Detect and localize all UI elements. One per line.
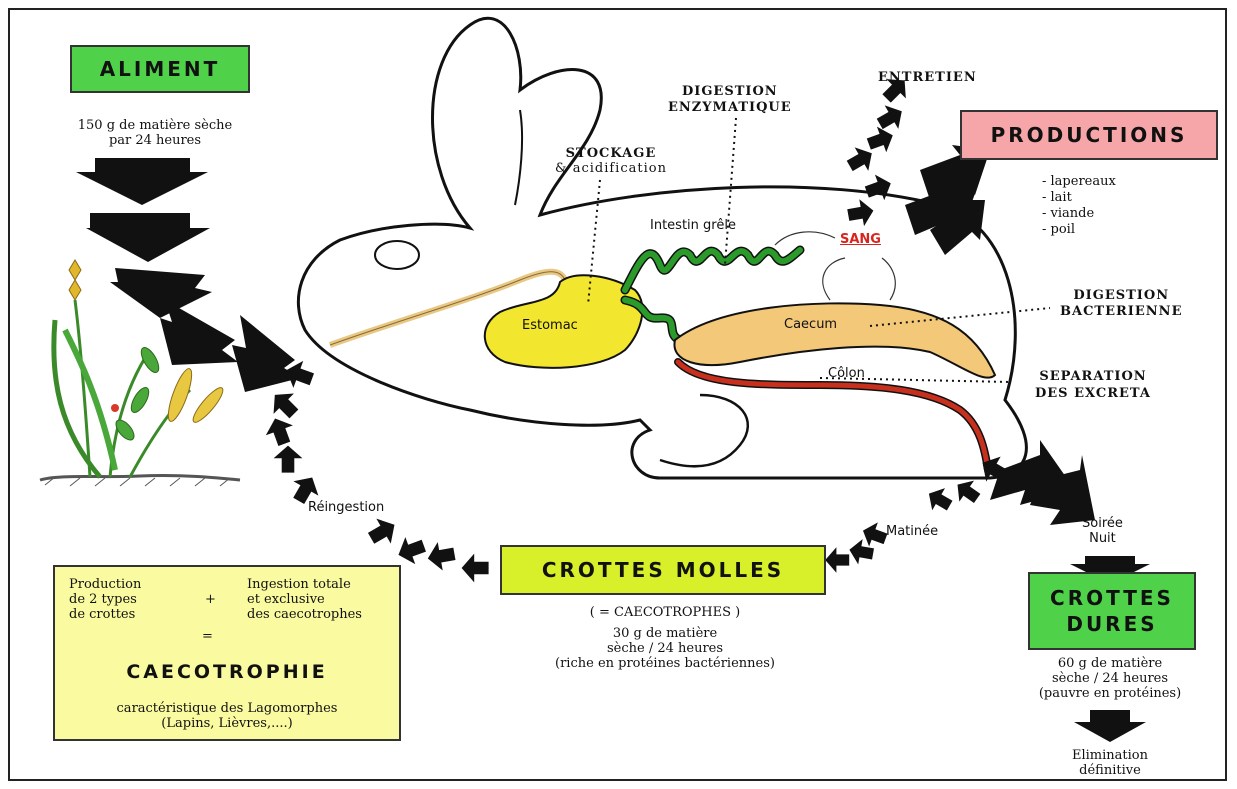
hard-feces-details: 60 g de matière sèche / 24 heures (pauvr… — [1005, 656, 1215, 701]
soft-feces-box: CROTTES MOLLES — [500, 545, 826, 595]
stockage-label-line2: & acidification — [555, 161, 667, 176]
hard-feces-line1: 60 g de matière — [1005, 656, 1215, 671]
digestion-bacterienne-line2: BACTERIENNE — [1060, 304, 1182, 320]
summary-title: CAECOTROPHIE — [55, 661, 399, 683]
digestion-enzymatique-line1: DIGESTION — [668, 84, 792, 100]
digestion-enzymatique-label: DIGESTION ENZYMATIQUE — [668, 84, 792, 116]
food-quantity-line2: par 24 heures — [40, 133, 270, 148]
digestion-bacterienne-line1: DIGESTION — [1060, 288, 1182, 304]
productions-item: - poil — [1042, 222, 1116, 238]
soft-feces-details: ( = CAECOTROPHES ) 30 g de matière sèche… — [505, 605, 825, 671]
productions-item: - lapereaux — [1042, 174, 1116, 190]
hard-feces-title-line1: CROTTES — [1050, 585, 1174, 611]
summary-col2-line3: des caecotrophes — [247, 607, 362, 622]
elimination-label: Elimination définitive — [1040, 748, 1180, 778]
soiree-label: Soirée Nuit — [1082, 516, 1123, 546]
separation-label: SEPARATION DES EXCRETA — [1035, 368, 1151, 402]
food-arrows — [76, 158, 300, 392]
summary-col1: Production de 2 types de crottes — [69, 577, 141, 622]
summary-col1-line3: de crottes — [69, 607, 141, 622]
soft-feces-sub: ( = CAECOTROPHES ) — [505, 605, 825, 620]
food-title: ALIMENT — [100, 57, 221, 81]
summary-box: Production de 2 types de crottes + Inges… — [53, 565, 401, 741]
summary-col1-line2: de 2 types — [69, 592, 141, 607]
summary-col2-line2: et exclusive — [247, 592, 362, 607]
food-quantity: 150 g de matière sèche par 24 heures — [40, 118, 270, 148]
productions-box: PRODUCTIONS — [960, 110, 1218, 160]
caecum-label: Caecum — [784, 317, 837, 332]
soft-feces-line2: sèche / 24 heures — [505, 641, 825, 656]
summary-footer: caractéristique des Lagomorphes (Lapins,… — [55, 701, 399, 731]
summary-footer-line2: (Lapins, Lièvres,....) — [55, 716, 399, 731]
summary-col1-line1: Production — [69, 577, 141, 592]
elimination-line2: définitive — [1040, 763, 1180, 778]
stockage-label-line1: STOCKAGE — [555, 146, 667, 161]
stockage-label: STOCKAGE & acidification — [555, 146, 667, 176]
productions-item: - viande — [1042, 206, 1116, 222]
arrow-to-elimination — [1074, 710, 1146, 742]
hard-feces-box: CROTTES DURES — [1028, 572, 1196, 650]
summary-col2: Ingestion totale et exclusive des caecot… — [247, 577, 362, 622]
digestion-enzymatique-line2: ENZYMATIQUE — [668, 100, 792, 116]
hard-feces-title-line2: DURES — [1066, 611, 1157, 637]
soft-feces-line1: 30 g de matière — [505, 626, 825, 641]
elimination-line1: Elimination — [1040, 748, 1180, 763]
estomac-label: Estomac — [522, 318, 578, 333]
food-box: ALIMENT — [70, 45, 250, 93]
sang-label: SANG — [840, 232, 881, 247]
soft-feces-title: CROTTES MOLLES — [542, 558, 784, 582]
hard-feces-line3: (pauvre en protéines) — [1005, 686, 1215, 701]
colon-label: Côlon — [828, 366, 865, 381]
reingestion-label: Réingestion — [308, 500, 384, 515]
separation-line2: DES EXCRETA — [1035, 385, 1151, 402]
productions-title: PRODUCTIONS — [991, 123, 1188, 147]
summary-col2-line1: Ingestion totale — [247, 577, 362, 592]
summary-plus: + — [205, 592, 216, 607]
rabbit-eye — [375, 241, 419, 269]
soft-feces-line3: (riche en protéines bactériennes) — [505, 656, 825, 671]
productions-item: - lait — [1042, 190, 1116, 206]
food-quantity-line1: 150 g de matière sèche — [40, 118, 270, 133]
soiree-line1: Soirée — [1082, 516, 1123, 531]
entretien-label: ENTRETIEN — [878, 70, 977, 85]
summary-equals: = — [202, 629, 213, 644]
separation-line1: SEPARATION — [1035, 368, 1151, 385]
soiree-line2: Nuit — [1082, 531, 1123, 546]
productions-list: - lapereaux - lait - viande - poil — [1042, 174, 1116, 238]
intestin-label: Intestin grêle — [650, 218, 736, 233]
digestion-bacterienne-label: DIGESTION BACTERIENNE — [1060, 288, 1182, 320]
matinee-label: Matinée — [886, 524, 938, 539]
summary-footer-line1: caractéristique des Lagomorphes — [55, 701, 399, 716]
hard-feces-line2: sèche / 24 heures — [1005, 671, 1215, 686]
